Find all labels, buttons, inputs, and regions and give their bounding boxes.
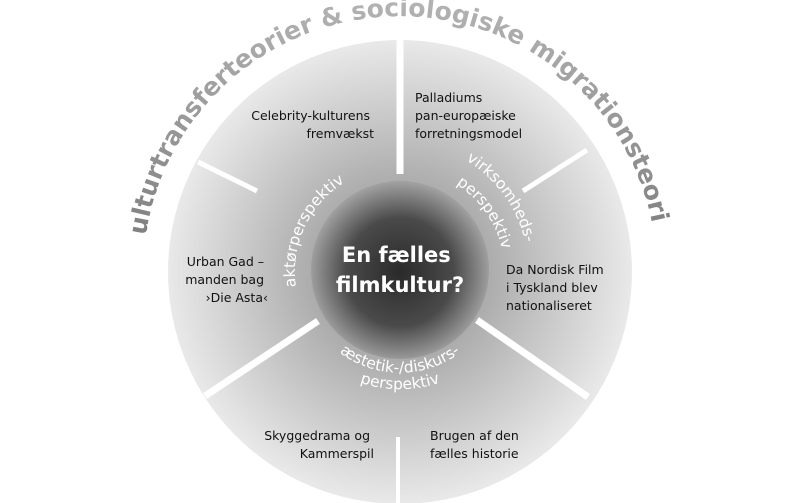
divider-top-left	[196, 159, 259, 194]
divider-top-right	[521, 147, 589, 194]
item-brugen: Brugen af den fælles historie	[430, 428, 523, 461]
item-celebrity: Celebrity-kulturens fremvækst	[251, 108, 374, 141]
center-title: En fælles filmkultur?	[336, 243, 464, 297]
divider-bottom-left	[203, 318, 320, 399]
divider-bottom-right	[475, 317, 590, 400]
center-hub	[311, 181, 489, 359]
item-palladium: Palladiums pan-europæiske forretningsmod…	[415, 90, 522, 141]
item-nordisk-film: Da Nordisk Film i Tyskland blev national…	[506, 262, 608, 313]
item-skyggedrama: Skyggedrama og Kammerspil	[264, 428, 374, 461]
segment-dividers	[196, 38, 590, 503]
item-urban-gad: Urban Gad – manden bag ›Die Asta‹	[185, 254, 268, 305]
